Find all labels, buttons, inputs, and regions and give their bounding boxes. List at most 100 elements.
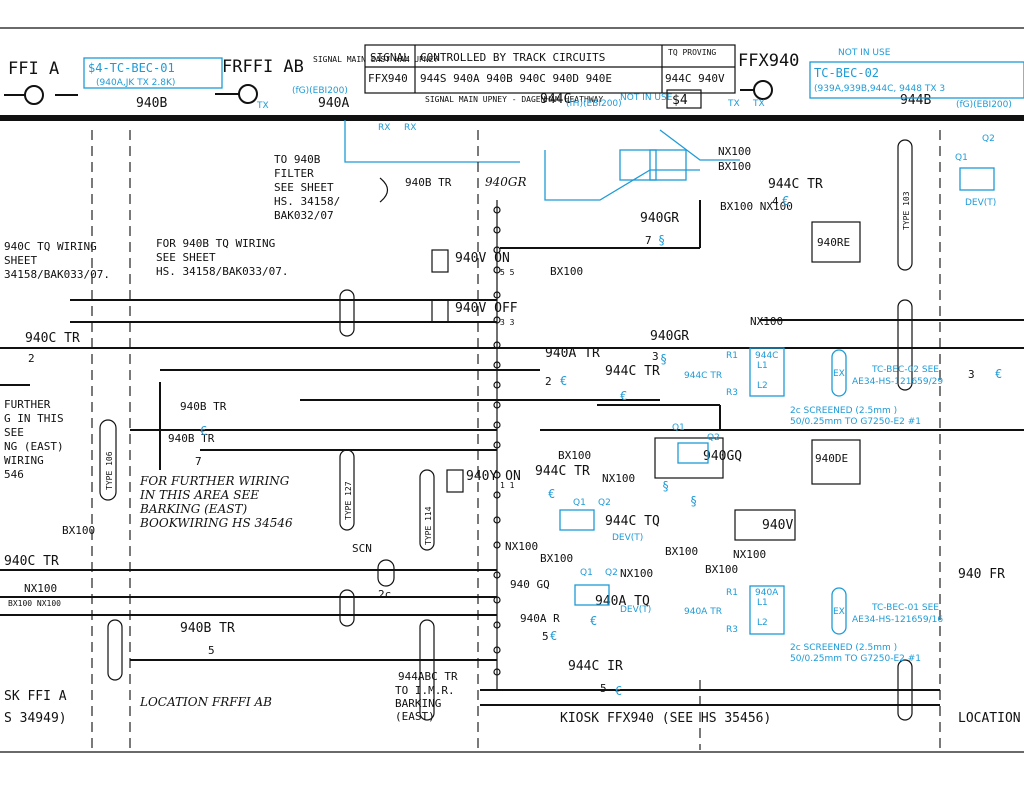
- blue-q-pair-3: Q1 Q2 §: [672, 423, 720, 508]
- table-row-tracks: 944S 940A 940B 940C 940D 940E: [420, 72, 612, 85]
- svg-text:2c SCREENED (2.5mm ): 2c SCREENED (2.5mm ): [790, 406, 897, 416]
- svg-text:BARKING: BARKING: [395, 697, 441, 710]
- blue-filter-box: [619, 149, 657, 181]
- signal-ffx940: FFX940: [738, 51, 799, 100]
- blue-q-pair-2: Q1 Q2 DEV(T) €: [574, 568, 651, 628]
- relay-944c-tr-low: 944C TR: [535, 464, 590, 479]
- svg-text:HS. 34158/BAK033/07.: HS. 34158/BAK033/07.: [156, 265, 288, 278]
- blue-feed-940a: [344, 120, 520, 163]
- svg-text:SHEET: SHEET: [4, 254, 37, 267]
- relay-940-gq: 940 GQ: [510, 578, 550, 591]
- label-nx100-a: NX100: [505, 540, 538, 553]
- svg-text:$4-TC-BEC-01: $4-TC-BEC-01: [88, 61, 175, 75]
- label-nx100-top: NX100: [718, 145, 751, 158]
- s4-box: $4: [672, 93, 688, 108]
- relay-940b-tr: 940B TR 940B TR 7: [168, 400, 227, 468]
- svg-text:AE34-HS-121659/16: AE34-HS-121659/16: [852, 615, 943, 625]
- label-bx100-nx100-left: BX100 NX100: [8, 599, 61, 608]
- svg-text:DEV(T): DEV(T): [965, 198, 996, 208]
- svg-text:TYPE 127: TYPE 127: [344, 481, 353, 520]
- tx-right-2: TX: [752, 99, 765, 109]
- relay-940a-tr: 940A TR: [545, 346, 600, 361]
- svg-text:940C TR: 940C TR: [25, 331, 80, 346]
- relay-940c-tr: 940C TR 2: [25, 331, 80, 365]
- svg-text:€: €: [548, 487, 555, 501]
- label-bx100-b: BX100: [665, 545, 698, 558]
- svg-text:FFX940: FFX940: [738, 51, 799, 71]
- horizontal-wiring: [0, 200, 1024, 706]
- svg-text:NG (EAST): NG (EAST): [4, 440, 64, 453]
- note-940c-tq: 940C TQ WIRING SHEET 34158/BAK033/07.: [4, 240, 110, 281]
- blue-tc-module-01: 940A TR R1 R3 940A L1 L2 EX TC-BEC-01 SE…: [684, 585, 943, 664]
- blue-e-4: €: [995, 367, 1002, 381]
- svg-text:FRFFI AB: FRFFI AB: [222, 57, 304, 77]
- svg-text:L2: L2: [757, 618, 768, 628]
- blue-q-pair-4: Q1 Q2 DEV(T): [955, 134, 996, 208]
- relay-940de: 940DE: [811, 439, 861, 485]
- svg-text:50/0.25mm TO G7250-E2 #1: 50/0.25mm TO G7250-E2 #1: [790, 417, 921, 427]
- svg-text:SEE SHEET: SEE SHEET: [156, 251, 216, 264]
- svg-text:2: 2: [28, 352, 35, 365]
- svg-text:2c SCREENED (2.5mm ): 2c SCREENED (2.5mm ): [790, 643, 897, 653]
- svg-text:EX: EX: [833, 607, 845, 617]
- svg-text:SEE: SEE: [4, 426, 24, 439]
- label-sk-ffi: SK FFI A: [4, 689, 67, 704]
- svg-text:TYPE 103: TYPE 103: [902, 191, 911, 230]
- note-940b-tq: FOR 940B TQ WIRING SEE SHEET HS. 34158/B…: [156, 237, 288, 278]
- tc-bec-01-box: $4-TC-BEC-01 (940A,JK TX 2.8K): [83, 57, 223, 89]
- relay-940v-on: 940V ON: [431, 249, 510, 273]
- tx-right: TX: [727, 99, 740, 109]
- track-940b: 940B: [136, 96, 167, 111]
- svg-text:SEE SHEET: SEE SHEET: [274, 181, 334, 194]
- note-further-left: FURTHER G IN THIS SEE NG (EAST) WIRING 5…: [4, 398, 64, 481]
- svg-text:FILTER: FILTER: [274, 167, 314, 180]
- blue-s-2: §: [660, 352, 667, 366]
- svg-text:EX: EX: [833, 369, 845, 379]
- svg-text:34158/BAK033/07.: 34158/BAK033/07.: [4, 268, 110, 281]
- blue-e-3: €: [620, 389, 627, 403]
- svg-text:940B TR: 940B TR: [168, 432, 215, 445]
- rx-2: RX: [404, 123, 416, 133]
- label-nx100-c: NX100: [620, 567, 653, 580]
- label-nx100-low: NX100: [602, 472, 635, 485]
- svg-text:G IN THIS: G IN THIS: [4, 412, 64, 425]
- svg-text:BAK032/07: BAK032/07: [274, 209, 334, 222]
- blue-feed-944c-r: [659, 129, 740, 161]
- blue-feed-944c: [544, 150, 700, 201]
- label-940b-tr: 940B TR: [405, 176, 452, 189]
- table-col-signal: SIGNAL: [370, 51, 410, 64]
- blue-e-6: €: [615, 684, 622, 698]
- svg-text:FURTHER: FURTHER: [4, 398, 51, 411]
- svg-text:FFI A: FFI A: [8, 59, 59, 79]
- tx-left: TX: [256, 101, 269, 111]
- label-bx100-a: BX100: [540, 552, 573, 565]
- relay-tr-left: 940C TR: [4, 554, 59, 569]
- relay-940re: 940RE: [811, 221, 861, 263]
- tc-bec-02-box: TC-BEC-02 (939A,939B,944C, 9448 TX 3: [809, 61, 1024, 99]
- contact-4: 4: [772, 195, 779, 208]
- track-944b: 944B: [900, 93, 931, 108]
- label-2c: 2c: [378, 588, 391, 601]
- label-scn: SCN: [352, 542, 372, 555]
- label-s34949: S 34949): [4, 711, 67, 726]
- table-row-tq: 944C 940V: [665, 72, 725, 85]
- svg-text:Q1: Q1: [573, 498, 586, 508]
- svg-text:944C: 944C: [755, 351, 778, 361]
- svg-text:940Y ON: 940Y ON: [466, 469, 521, 484]
- svg-text:(EAST): (EAST): [395, 710, 435, 723]
- blue-q-pair-1: Q1 Q2 DEV(T) €: [548, 487, 643, 543]
- cable-type-106: TYPE 106: [99, 419, 117, 501]
- cable-type-114: TYPE 114: [419, 469, 435, 721]
- relay-940gr-2: 940GR: [650, 329, 689, 344]
- svg-text:546: 546: [4, 468, 24, 481]
- blue-tc-module-02: 944C TR R1 R3 944C L1 L2 EX TC-BEC-02 SE…: [684, 347, 943, 427]
- relay-940v: 940V: [734, 509, 796, 541]
- blue-e-7: €: [200, 424, 207, 438]
- label-bx100-c: BX100: [705, 563, 738, 576]
- svg-text:940V: 940V: [762, 518, 793, 533]
- svg-text:L1: L1: [757, 361, 768, 371]
- svg-text:940A: 940A: [755, 588, 779, 598]
- label-bx100-low: BX100: [558, 449, 591, 462]
- svg-text:Q2: Q2: [605, 568, 618, 578]
- relay-940b-tr-low: 940B TR: [180, 621, 235, 636]
